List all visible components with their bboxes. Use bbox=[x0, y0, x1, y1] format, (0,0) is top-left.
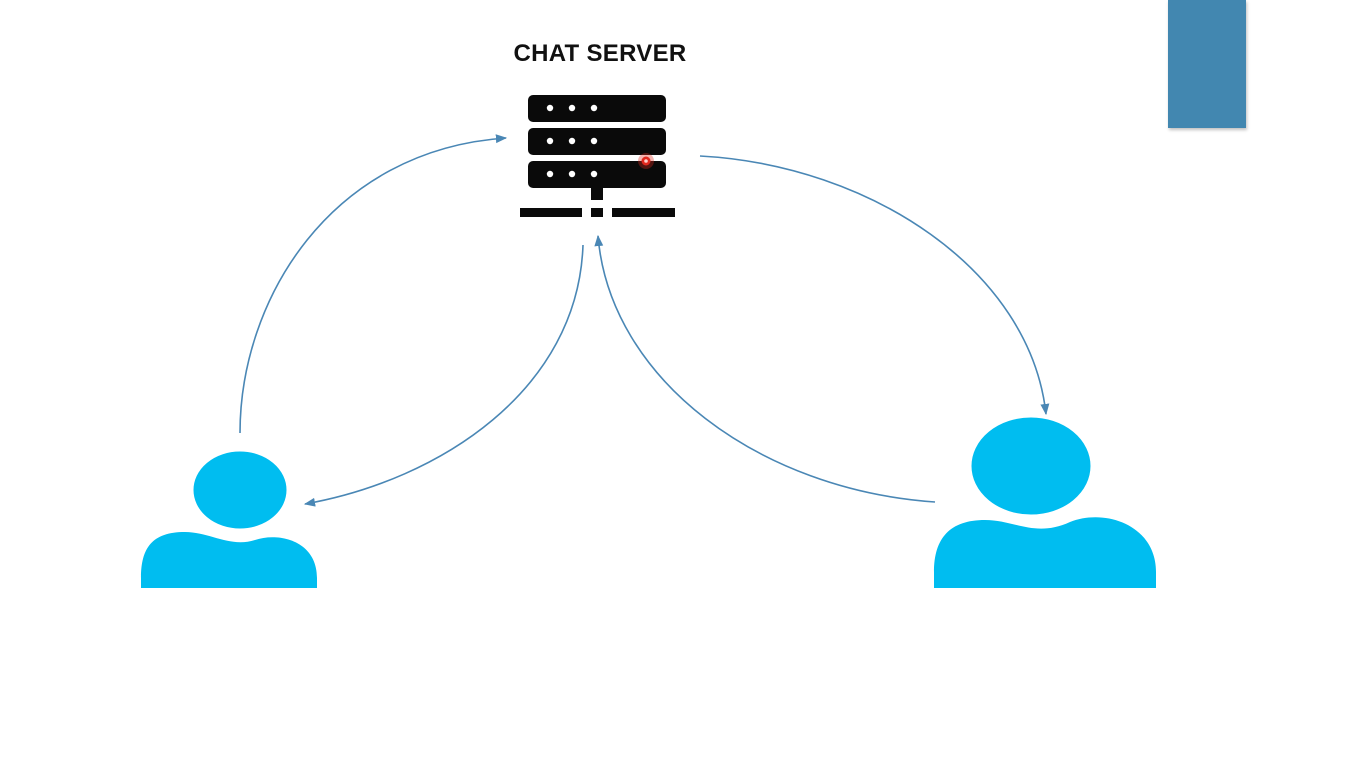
user-right-head bbox=[968, 414, 1094, 518]
server-base-left bbox=[520, 208, 582, 217]
user-left-head bbox=[190, 448, 290, 532]
accent-bar bbox=[1168, 0, 1246, 128]
server-lights bbox=[546, 104, 598, 178]
server-stem bbox=[591, 188, 603, 200]
user-icon bbox=[934, 414, 1156, 588]
user-icon bbox=[141, 448, 317, 588]
arrow-right-user-to-server bbox=[594, 234, 936, 503]
server-rack-icon bbox=[520, 95, 675, 217]
user-left-body bbox=[141, 532, 317, 588]
arrow-server-to-right-user bbox=[699, 155, 1050, 416]
arrow-server-to-left-user bbox=[303, 244, 584, 507]
arrow-left-user-to-server bbox=[239, 134, 508, 434]
server-base-right bbox=[612, 208, 675, 217]
user-right-body bbox=[934, 517, 1156, 588]
server-base-center bbox=[591, 208, 603, 217]
diagram-title: CHAT SERVER bbox=[513, 40, 687, 67]
pointer-dot bbox=[638, 153, 654, 169]
